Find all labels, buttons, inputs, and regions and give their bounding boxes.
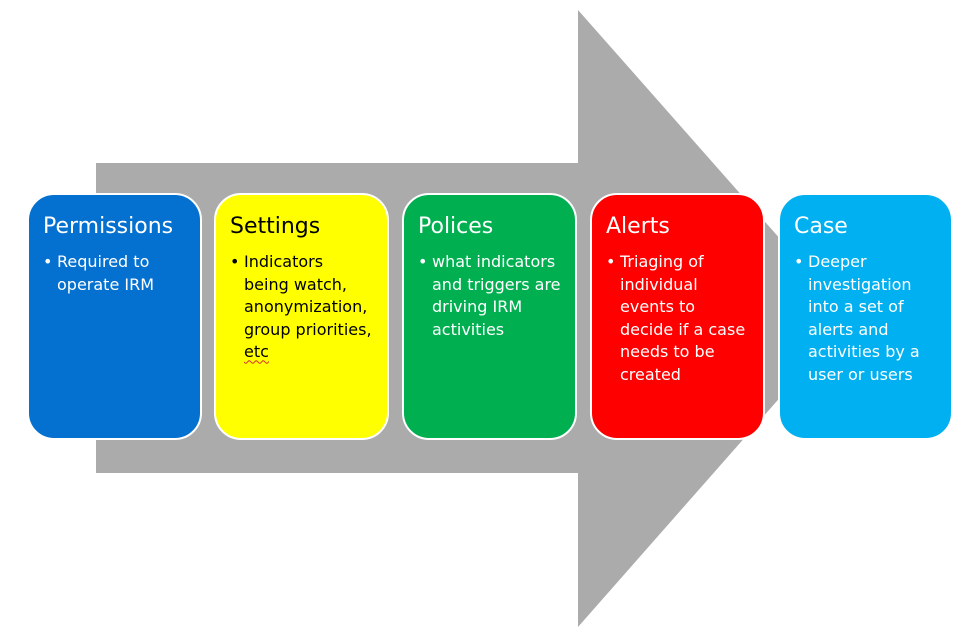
- misspelled-word-etc: etc: [244, 342, 269, 362]
- card-polices: Polices what indicators and triggers are…: [402, 193, 577, 440]
- bullet-list-case: Deeper investigation into a set of alert…: [794, 251, 939, 387]
- card-title-polices: Polices: [418, 214, 494, 239]
- card-title-permissions: Permissions: [43, 214, 174, 239]
- bullet-item-settings: Indicators being watch, anonymization, g…: [230, 251, 375, 364]
- card-permissions: Permissions Required to operate IRM: [27, 193, 202, 440]
- bullet-list-permissions: Required to operate IRM: [43, 251, 188, 296]
- bullet-item-alerts: Triaging of individual events to decide …: [606, 251, 751, 387]
- card-alerts: Alerts Triaging of individual events to …: [590, 193, 765, 440]
- bullet-item-case: Deeper investigation into a set of alert…: [794, 251, 939, 387]
- card-title-case: Case: [794, 214, 848, 239]
- card-settings: Settings Indicators being watch, anonymi…: [214, 193, 389, 440]
- bullet-list-polices: what indicators and triggers are driving…: [418, 251, 563, 341]
- card-title-settings: Settings: [230, 214, 321, 239]
- bullet-item-polices: what indicators and triggers are driving…: [418, 251, 563, 341]
- card-case: Case Deeper investigation into a set of …: [778, 193, 953, 440]
- card-title-alerts: Alerts: [606, 214, 670, 239]
- bullet-list-settings: Indicators being watch, anonymization, g…: [230, 251, 375, 364]
- bullet-item-permissions: Required to operate IRM: [43, 251, 188, 296]
- bullet-list-alerts: Triaging of individual events to decide …: [606, 251, 751, 387]
